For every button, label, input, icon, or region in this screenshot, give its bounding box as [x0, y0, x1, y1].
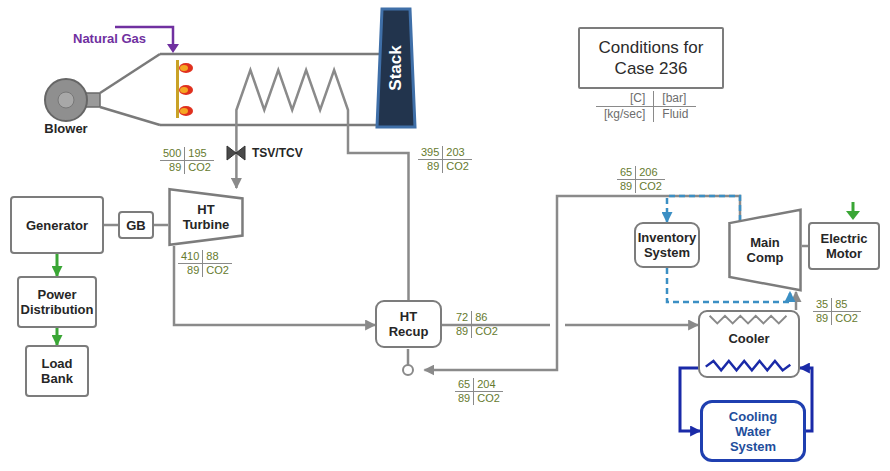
stream-value: 395 — [418, 146, 443, 160]
condition-tag: 728689CO2 — [453, 311, 501, 338]
node-label: HT Recup — [383, 309, 434, 339]
stream-value: 89 — [455, 392, 474, 405]
stream-value: 410 — [178, 250, 203, 264]
stream-value: 500 — [160, 147, 185, 161]
compressor-symbol: Main Comp — [728, 208, 802, 292]
tsv-tcv-valve — [227, 146, 245, 160]
stream-value: 85 — [832, 298, 861, 312]
node-label: Generator — [26, 218, 88, 233]
stream-value: CO2 — [443, 160, 472, 173]
units-key-cell: [kg/sec] — [596, 107, 654, 122]
units-key-cell: Fluid — [654, 107, 696, 122]
flow-line — [795, 292, 798, 310]
node-label: Main Comp — [742, 235, 788, 265]
stream-value: 65 — [455, 378, 474, 392]
stream-value: 35 — [813, 298, 832, 312]
node-label: Inventory System — [638, 230, 697, 260]
stream-value: 89 — [617, 180, 636, 193]
generator-box: Generator — [10, 196, 104, 254]
stream-value: 86 — [472, 311, 501, 325]
flow-line — [154, 224, 168, 227]
burner-flames — [176, 60, 193, 118]
recuperator-box: HT Recup — [375, 300, 442, 348]
flow-line — [104, 224, 118, 227]
stream-value: 72 — [453, 311, 472, 325]
node-label: Stack — [386, 45, 406, 90]
heater-casing — [86, 54, 380, 125]
stream-value: 206 — [636, 166, 665, 180]
stream-value: CO2 — [185, 161, 214, 174]
node-label: Blower — [44, 122, 87, 136]
node-label: Load Bank — [33, 356, 81, 386]
fuel-label: Natural Gas — [73, 31, 146, 46]
stream-value: 195 — [185, 147, 214, 161]
stream-value: 89 — [160, 161, 185, 174]
stream-value: 204 — [474, 378, 503, 392]
stream-value: 89 — [178, 264, 203, 277]
condition-tag: 6520689CO2 — [617, 166, 665, 193]
inventory-line — [667, 196, 740, 222]
valve-label: TSV/TCV — [252, 146, 303, 160]
condition-tag: 6520489CO2 — [455, 378, 503, 405]
stream-value: CO2 — [472, 325, 501, 338]
stream-value: CO2 — [474, 392, 503, 405]
condition-tag: 39520389CO2 — [418, 146, 472, 173]
node-label: Cooling Water System — [717, 409, 789, 454]
stream-value: 88 — [203, 250, 232, 264]
stream-value: 89 — [453, 325, 472, 338]
stream-value: 65 — [617, 166, 636, 180]
motor-power-arrow — [846, 202, 860, 220]
units-key: [C][bar][kg/sec]Fluid — [596, 91, 696, 122]
power-arrow — [56, 328, 59, 345]
cooling-water-box: Cooling Water System — [700, 400, 806, 462]
gearbox-box: GB — [118, 211, 154, 239]
node-label: GB — [126, 218, 146, 233]
motor-box: Electric Motor — [808, 222, 880, 270]
stream-value: 203 — [443, 146, 472, 160]
node-label: Power Distribution — [21, 287, 94, 317]
node-label: Cooler — [728, 331, 769, 346]
exhaust-stack: Stack — [376, 8, 416, 128]
flow-line — [174, 246, 375, 325]
stream-value: 89 — [418, 160, 443, 173]
units-key-cell: [C] — [596, 91, 654, 107]
power-distribution-box: Power Distribution — [17, 276, 97, 328]
condition-tag: 358589CO2 — [813, 298, 861, 325]
inventory-box: Inventory System — [634, 222, 700, 268]
power-arrow — [56, 254, 59, 276]
recup-return-fitting — [403, 349, 413, 375]
water-line — [680, 368, 700, 431]
flow-line — [425, 196, 741, 370]
turbine-symbol: HT Turbine — [168, 188, 244, 246]
stream-value: 89 — [813, 312, 832, 325]
case-title-box: Conditions for Case 236 — [578, 27, 724, 89]
stream-value: CO2 — [203, 264, 232, 277]
node-label: Electric Motor — [816, 231, 872, 261]
node-label: Conditions for Case 236 — [590, 37, 712, 79]
blower-fan: Blower — [35, 78, 97, 136]
stream-value: CO2 — [832, 312, 861, 325]
condition-tag: 50019589CO2 — [160, 147, 214, 174]
cooler-box: Cooler — [698, 310, 800, 378]
stream-value: CO2 — [636, 180, 665, 193]
units-key-cell: [bar] — [654, 91, 696, 107]
load-bank-box: Load Bank — [25, 345, 89, 397]
node-label: HT Turbine — [178, 202, 234, 232]
condition-tag: 4108889CO2 — [178, 250, 232, 277]
